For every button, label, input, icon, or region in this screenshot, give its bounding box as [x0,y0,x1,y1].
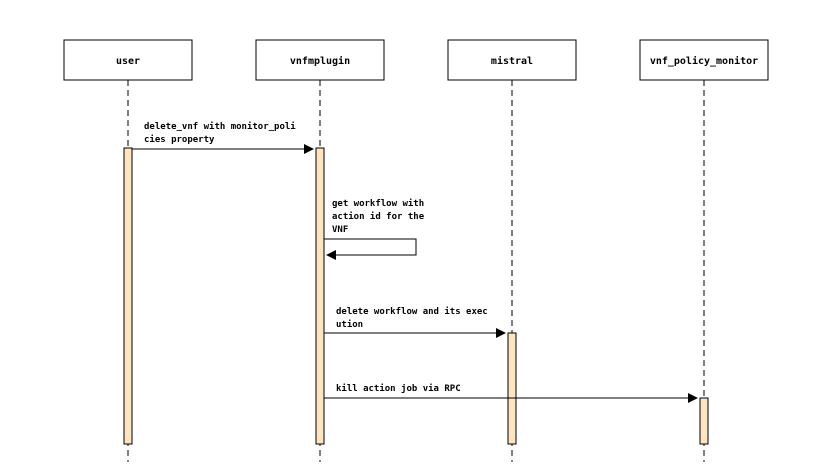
message-get-workflow-label-line-1: get workflow with [332,198,424,209]
message-delete-workflow-label-line-1: delete workflow and its exec [336,306,488,317]
activation-vnfmplugin [315,147,325,445]
actor-mistral: mistral [447,39,577,81]
message-delete-workflow-label-line-2: ution [336,319,363,330]
actor-label-user: user [116,56,140,67]
actor-label-mistral: mistral [491,55,533,67]
actor-label-vnf-policy-monitor: vnf_policy_monitor [650,55,758,67]
message-kill-action-job-label: kill action job via RPC [336,383,461,394]
message-delete-vnf-label-line-1: delete_vnf with monitor_poli [144,121,296,132]
message-kill-action-job: kill action job via RPC [324,383,698,403]
activation-mistral [507,332,517,445]
actor-vnfmplugin: vnfmplugin [255,39,385,81]
message-delete-workflow-arrowhead [496,328,506,338]
actor-user: user [63,39,193,81]
message-delete-workflow: delete workflow and its exec ution [324,306,506,338]
actor-label-vnfmplugin: vnfmplugin [290,55,350,67]
actor-vnf-policy-monitor: vnf_policy_monitor [639,39,769,81]
message-get-workflow-label-line-3: VNF [332,225,348,235]
message-delete-vnf-arrowhead [304,144,314,154]
message-get-workflow-label-line-2: action id for the [332,211,425,222]
message-get-workflow-arrowhead [326,250,336,260]
activation-user [123,147,133,445]
activation-vnf-policy-monitor [699,397,709,445]
message-delete-vnf-label-line-2: cies property [144,134,215,145]
message-delete-vnf: delete_vnf with monitor_poli cies proper… [132,121,314,154]
message-get-workflow: get workflow with action id for the VNF [324,198,425,260]
message-kill-action-job-arrowhead [688,393,698,403]
message-get-workflow-arrow-line [324,238,417,256]
